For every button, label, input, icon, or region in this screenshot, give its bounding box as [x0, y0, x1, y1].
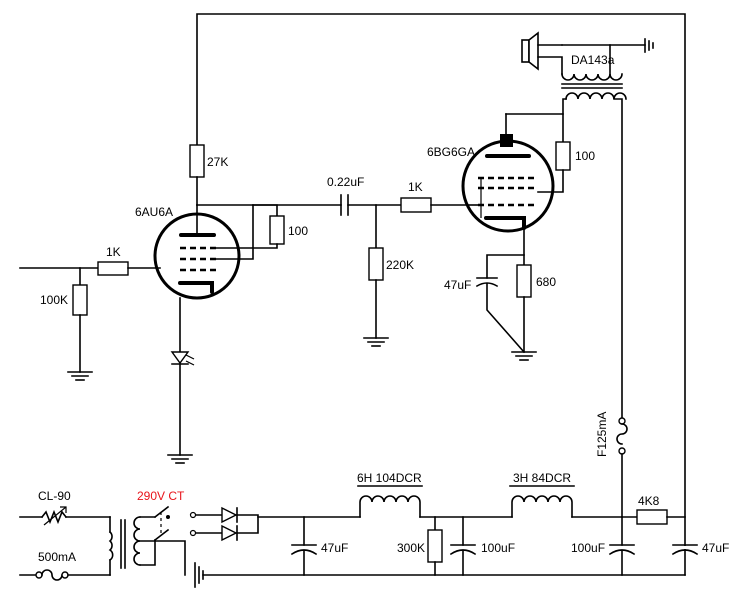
label-500ma: 500mA: [38, 550, 76, 564]
coupling-network: 0.22uF 1K 220K: [252, 175, 469, 347]
label-f125ma: F125mA: [595, 412, 609, 457]
label-27k: 27K: [207, 155, 228, 169]
output-transformer: DA143a: [521, 31, 654, 419]
tube-6au6a: 6AU6A: [135, 204, 241, 300]
label-47uf-1: 47uF: [321, 541, 348, 555]
label-100k: 100K: [40, 293, 68, 307]
resistor-100-g2: 100: [196, 204, 308, 260]
label-6h-104dcr: 6H 104DCR: [357, 471, 422, 485]
label-0-22uf: 0.22uF: [327, 175, 364, 189]
label-100-screen: 100: [575, 149, 595, 163]
label-47uf-cathode: 47uF: [444, 278, 471, 292]
label-3h-84dcr: 3H 84DCR: [513, 471, 571, 485]
label-300k: 300K: [397, 541, 425, 555]
resistor-100-screen: 100: [505, 113, 595, 193]
label-6bg6ga: 6BG6GA: [427, 145, 475, 159]
fuse-f125ma: F125mA: [595, 412, 628, 518]
label-100uf-2: 100uF: [571, 541, 605, 555]
label-290v-ct: 290V CT: [137, 489, 185, 503]
resistor-27k: 27K: [189, 144, 228, 206]
label-4k8: 4K8: [638, 494, 660, 508]
cathode-rc: 47uF 680: [444, 227, 556, 361]
top-rail: [196, 13, 686, 576]
input-section: 1K 100K: [19, 245, 161, 381]
label-1k-grid: 1K: [408, 180, 423, 194]
label-680: 680: [536, 275, 556, 289]
label-100uf-1: 100uF: [481, 541, 515, 555]
label-47uf-2: 47uF: [702, 541, 729, 555]
tube-6bg6ga: 6BG6GA: [427, 113, 555, 233]
label-6au6a: 6AU6A: [135, 205, 173, 219]
label-100-g2: 100: [288, 224, 308, 238]
cathode-led: [167, 297, 195, 464]
power-supply: CL-90 500mA 290V CT: [19, 471, 729, 588]
label-220k: 220K: [386, 258, 414, 272]
label-da143a: DA143a: [571, 53, 615, 67]
label-cl90: CL-90: [38, 489, 71, 503]
label-1k-in: 1K: [106, 245, 121, 259]
